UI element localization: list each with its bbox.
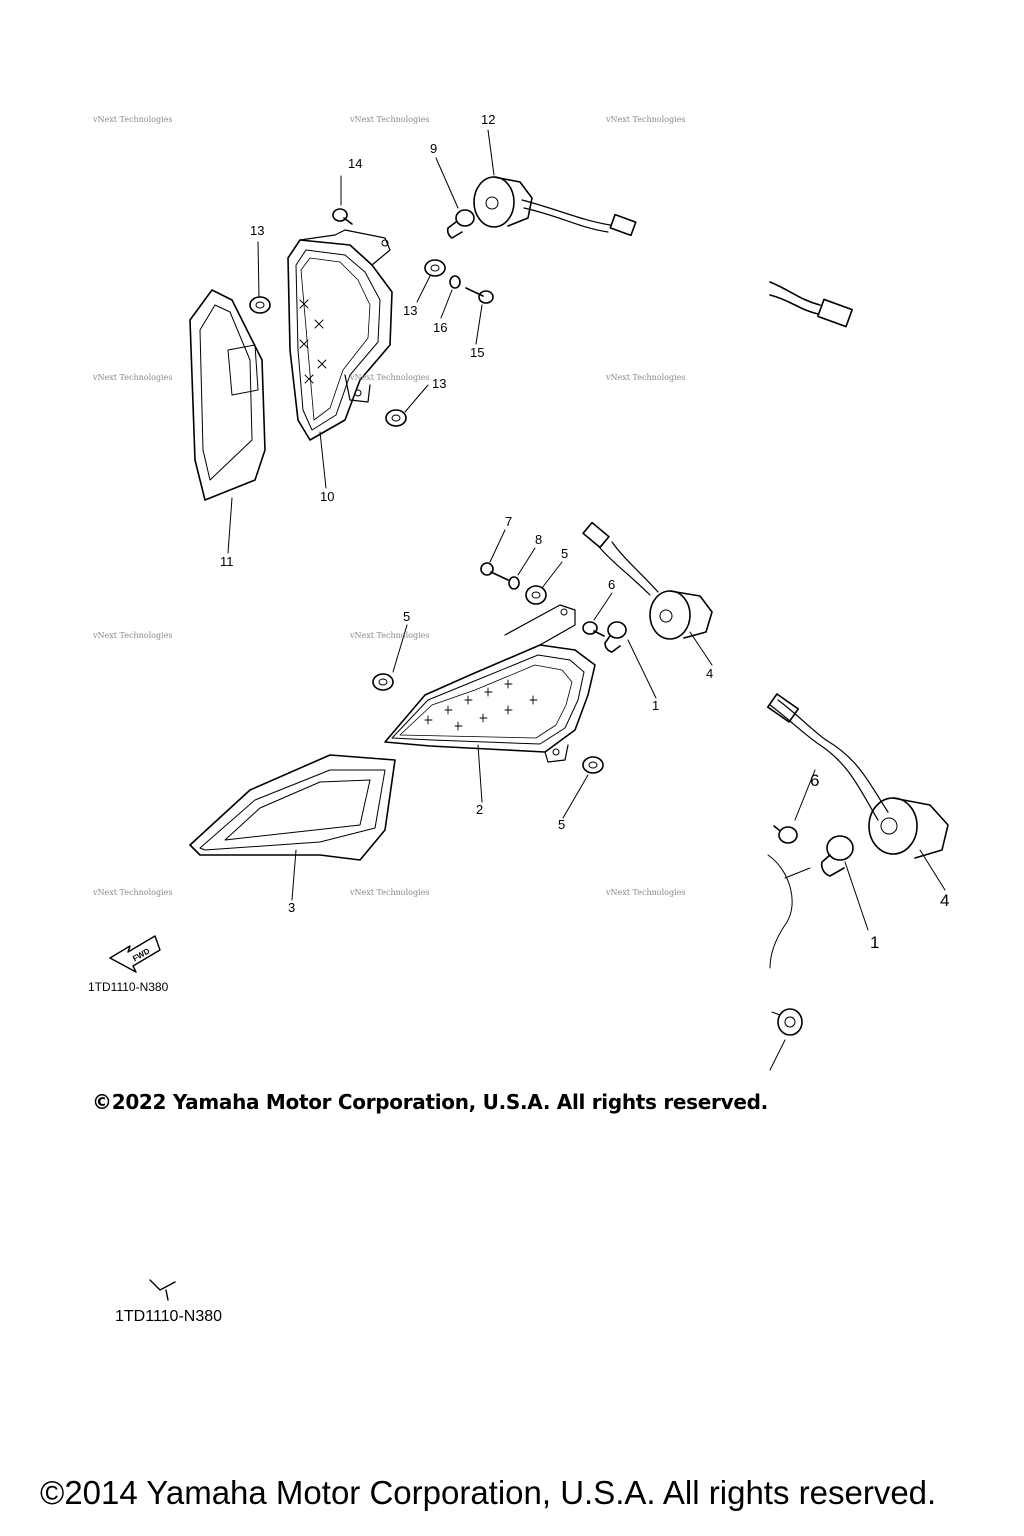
- bolt-15: [465, 287, 494, 304]
- watermark: vNext Technologies: [92, 888, 172, 897]
- diagram-code: 1TD1110-N380: [88, 980, 169, 994]
- callout-11: 11: [220, 554, 234, 569]
- washer-16: [449, 275, 461, 289]
- watermark: vNext Technologies: [605, 115, 685, 124]
- copyright-2014: ©2014 Yamaha Motor Corporation, U.S.A. A…: [40, 1474, 937, 1511]
- grommet-13-bottom: [385, 409, 407, 427]
- callout-10: 10: [320, 489, 334, 504]
- callout-5: 5: [403, 609, 410, 624]
- callout-4: 4: [706, 666, 713, 681]
- screw-14: [332, 208, 353, 225]
- connector-partial-top: [769, 281, 853, 328]
- callouts: 12 9 14 13 13 16 15 13 10 11 7 8 5 6 5 4…: [220, 112, 949, 952]
- callout-5: 5: [558, 817, 565, 832]
- callout-8: 8: [535, 532, 542, 547]
- washer-8: [508, 576, 520, 590]
- callout-12: 12: [481, 112, 495, 127]
- watermark: vNext Technologies: [349, 631, 429, 640]
- grommet-5-bottom: [582, 756, 604, 774]
- bulb-1: [604, 621, 627, 653]
- grommet-5-detail: [771, 1008, 803, 1036]
- callout-13: 13: [432, 376, 446, 391]
- watermark: vNext Technologies: [605, 888, 685, 897]
- screw-6-detail: [773, 825, 798, 844]
- diagram-code-secondary: 1TD1110-N380: [115, 1308, 223, 1325]
- bulb-9: [446, 209, 475, 239]
- callout-6-detail: 6: [810, 771, 819, 790]
- watermark: vNext Technologies: [92, 631, 172, 640]
- watermark: vNext Technologies: [92, 373, 172, 382]
- tail-light-housing-2: [384, 604, 596, 763]
- callout-3: 3: [288, 900, 295, 915]
- arrow-stub-icon: [149, 1279, 176, 1301]
- watermark: vNext Technologies: [349, 888, 429, 897]
- socket-4: [582, 521, 713, 640]
- copyright-2022: ©2022 Yamaha Motor Corporation, U.S.A. A…: [92, 1090, 768, 1114]
- callout-2: 2: [476, 802, 483, 817]
- callout-14: 14: [348, 156, 362, 171]
- grommet-5-top: [525, 585, 547, 605]
- callout-13: 13: [250, 223, 264, 238]
- callout-1-detail: 1: [870, 933, 879, 952]
- grommet-13-left: [249, 296, 271, 314]
- lens-cover-11: [189, 289, 266, 501]
- callout-6: 6: [608, 577, 615, 592]
- grommet-13-right: [424, 259, 446, 277]
- tail-light-housing-10: [287, 229, 393, 441]
- watermarks: vNext Technologies vNext Technologies vN…: [92, 115, 685, 897]
- watermark: vNext Technologies: [92, 115, 172, 124]
- socket-4-detail: [766, 693, 949, 859]
- callout-5: 5: [561, 546, 568, 561]
- callout-9: 9: [430, 141, 437, 156]
- leader-lines-lower: [291, 529, 713, 901]
- callout-13: 13: [403, 303, 417, 318]
- socket-12: [473, 176, 637, 237]
- detail-lines: [767, 769, 946, 1071]
- watermark: vNext Technologies: [605, 373, 685, 382]
- watermark: vNext Technologies: [349, 115, 429, 124]
- screw-6: [582, 621, 605, 637]
- grommet-5-left: [372, 673, 394, 691]
- leader-lines-upper: [227, 129, 495, 554]
- watermark: vNext Technologies: [349, 373, 429, 382]
- callout-16: 16: [433, 320, 447, 335]
- lens-cover-3: [189, 754, 396, 861]
- fwd-arrow-icon: [109, 935, 161, 973]
- callout-1: 1: [652, 698, 659, 713]
- bulb-1-detail: [820, 835, 854, 877]
- callout-4-detail: 4: [940, 891, 949, 910]
- callout-7: 7: [505, 514, 512, 529]
- bolt-7: [480, 562, 509, 581]
- callout-15: 15: [470, 345, 484, 360]
